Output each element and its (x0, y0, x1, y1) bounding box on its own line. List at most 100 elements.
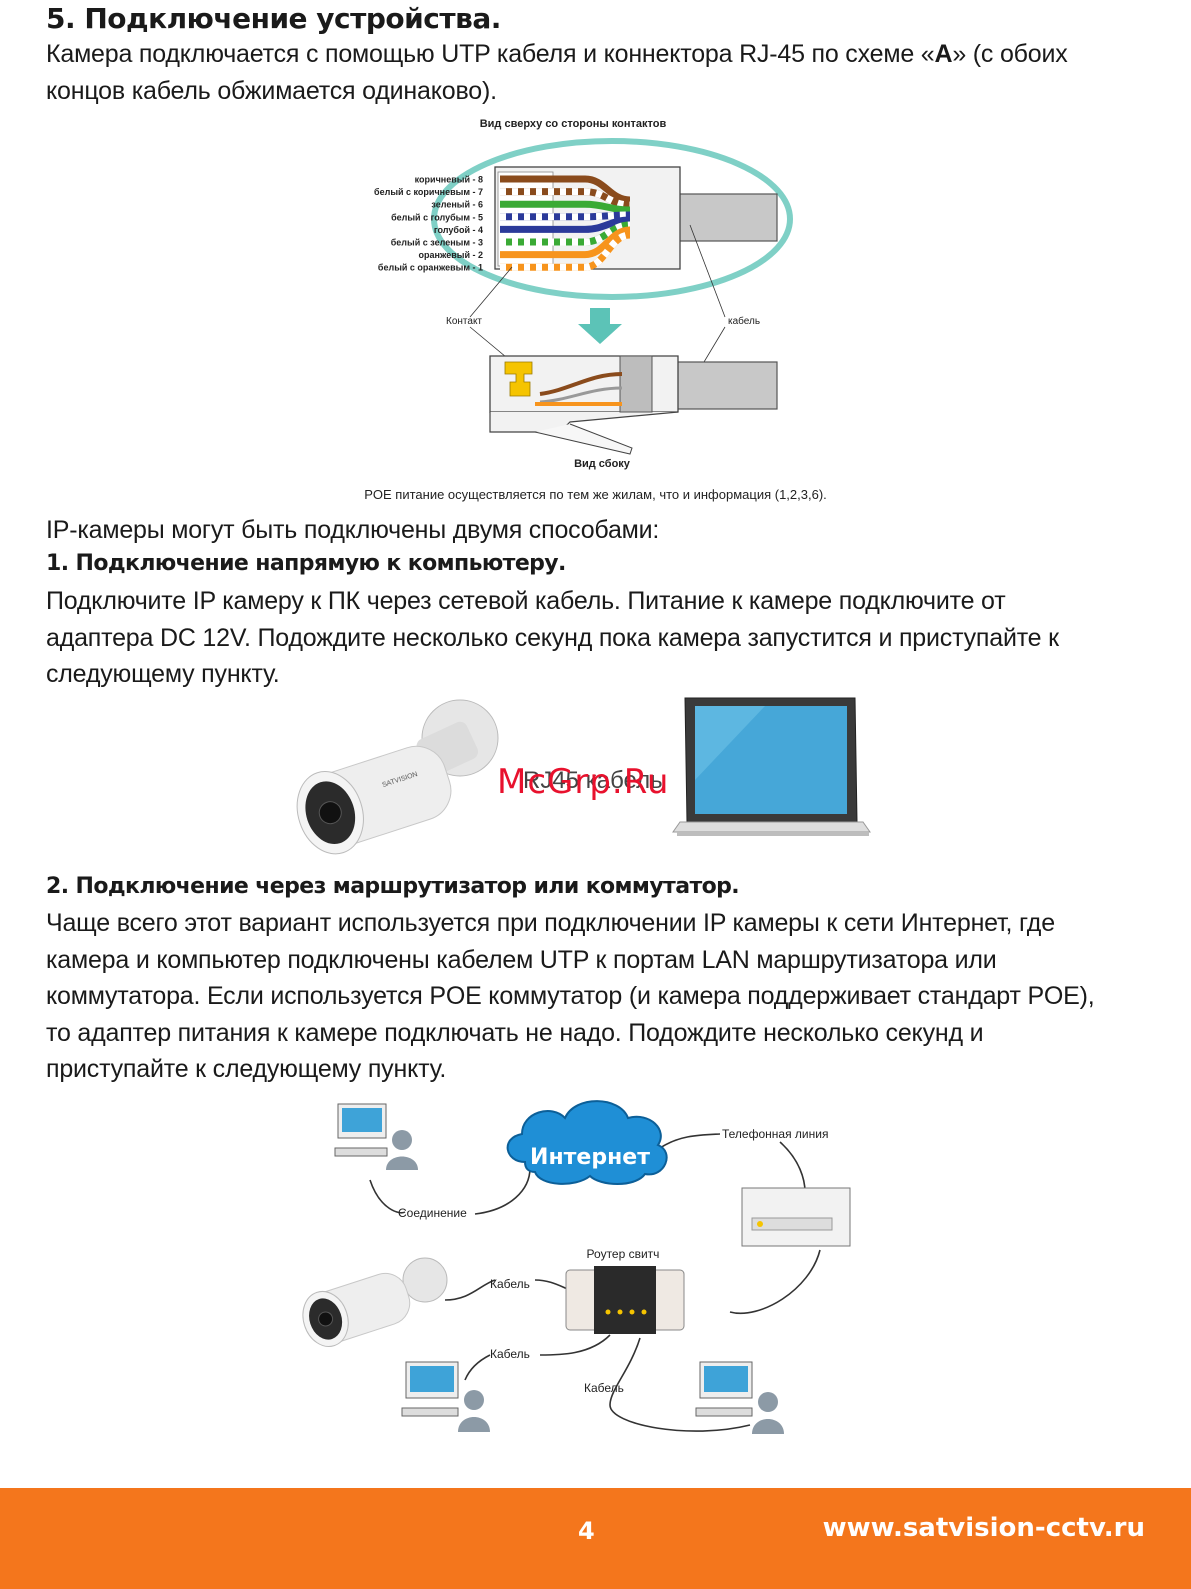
wire-stripe-7 (500, 188, 631, 209)
highlight-ellipse (431, 138, 793, 300)
phone-line-label: Телефонная линия (722, 1127, 828, 1141)
direct-title: 1. Подключение напрямую к компьютеру. (46, 551, 566, 576)
link-cloud-to-phone-label (659, 1133, 721, 1149)
down-arrow-icon (578, 308, 622, 344)
footer-bar: 4 www.satvision-cctv.ru (0, 1488, 1191, 1589)
wire-label-6: зеленый - 6 (431, 200, 483, 210)
router-title: 2. Подключение через маршрутизатор или к… (46, 874, 740, 899)
direct-line-1: Подключите IP камеру к ПК через сетевой … (46, 587, 1006, 615)
cloud-shape (506, 1100, 668, 1185)
link-cable2-to-pc (464, 1354, 491, 1381)
cable-boot-side (619, 355, 653, 413)
rj45-diagram: Вид сверху со стороны контактов коричнев… (374, 118, 793, 470)
network-diagram: Интернет Телефонная линия Соединение Роу… (302, 1100, 851, 1434)
modem-panel (751, 1217, 833, 1231)
monitor-3-screen (704, 1366, 748, 1392)
wire-label-2: оранжевый - 2 (419, 250, 483, 260)
internet-label: Интернет (530, 1145, 650, 1170)
pc-bottom-left (401, 1361, 490, 1432)
camera-body-group: SATVISION (296, 745, 452, 855)
modem-led-icon (757, 1221, 763, 1227)
page-number: 4 (578, 1517, 595, 1545)
link-pc-to-label (369, 1179, 406, 1214)
user-2-body-icon (458, 1417, 490, 1432)
wire-label-1: белый с оранжевым - 1 (378, 263, 483, 273)
screen-glare (695, 706, 765, 780)
network-camera (302, 1257, 448, 1347)
section-title: 5. Подключение устройства. (46, 2, 501, 35)
router-led-1-icon (605, 1309, 611, 1315)
cable-top-view (664, 193, 778, 242)
wire-4 (500, 216, 631, 233)
direct-paragraph: Подключите IP камеру к ПК через сетевой … (46, 583, 1156, 693)
modem-device (741, 1187, 851, 1247)
monitor-1-screen (342, 1108, 382, 1132)
keyboard-1 (334, 1147, 388, 1157)
router-led-2-icon (617, 1309, 623, 1315)
modem-body (741, 1187, 851, 1247)
wire-labels: коричневый - 8 белый с коричневым - 7 зеле… (374, 175, 483, 273)
router-line-1: Чаще всего этот вариант используется при… (46, 909, 1055, 937)
link-modem-to-router (729, 1249, 821, 1315)
latch-tab (534, 423, 633, 455)
router-paragraph: Чаще всего этот вариант используется при… (46, 905, 1156, 1088)
connection-label: Соединение (398, 1206, 467, 1220)
wire-stripe-1 (500, 231, 631, 271)
user-3-body-icon (752, 1419, 784, 1434)
link-label-to-router (534, 1279, 571, 1291)
router-switch-label: Роутер свитч (587, 1247, 660, 1261)
wire-label-7: белый с коричневым - 7 (374, 187, 483, 197)
router-line-3: коммутатора. Если используется POE комму… (46, 982, 1095, 1010)
direct-connection-image: SATVISION (296, 697, 871, 855)
wire-8 (500, 175, 631, 204)
user-3-head-icon (758, 1392, 778, 1412)
router-line-4: то адаптер питания к камере подключать н… (46, 1018, 984, 1047)
rj45-cable-label: RJ45 кабель (523, 767, 663, 794)
link-camera-to-label (444, 1279, 496, 1301)
intro-line1-after: » (с обоих (952, 40, 1068, 68)
intro-line1-before: Камера подключается с помощью UTP кабеля… (46, 40, 935, 68)
cable-label: кабель (728, 315, 760, 327)
side-wire-brown (539, 372, 623, 396)
wire-2 (500, 226, 631, 259)
pc-top-left (334, 1103, 418, 1170)
rj45-top-label: Вид сверху со стороны контактов (480, 118, 667, 130)
camera-lens-icon (318, 801, 342, 825)
router-device (565, 1266, 685, 1334)
link-label-to-cloud (474, 1167, 531, 1215)
monitor-2-screen (410, 1366, 454, 1392)
cable-label-3: Кабель (584, 1381, 624, 1395)
wires-group (500, 175, 631, 271)
side-view-label: Вид сбоку (574, 458, 631, 470)
router-front (594, 1266, 656, 1334)
cable-pointer-top (689, 224, 726, 318)
intro-bold-letter: А (934, 40, 953, 68)
wire-6 (500, 200, 631, 214)
net-camera-lens-icon (318, 1311, 334, 1327)
pc-bottom-right (695, 1361, 784, 1434)
network-links (369, 1133, 821, 1432)
cable-label-2: Кабель (490, 1347, 530, 1361)
router-line-5: приступайте к следующему пункту. (46, 1055, 447, 1083)
direct-line-2: адаптера DC 12V. Подождите несколько сек… (46, 623, 1059, 652)
net-camera-mount (402, 1257, 448, 1303)
contact-pin-icon (504, 361, 533, 397)
website-link[interactable]: www.satvision-cctv.ru (822, 1513, 1145, 1543)
side-wire-white (539, 386, 623, 404)
cable-side-view (661, 361, 778, 410)
direct-line-3: следующему пункту. (46, 660, 280, 688)
wire-label-4: голубой - 4 (434, 225, 483, 235)
link-router-to-cable2 (539, 1334, 611, 1356)
watermark: McGrp.Ru (497, 762, 670, 802)
router-led-4-icon (641, 1309, 647, 1315)
wire-label-8: коричневый - 8 (415, 175, 483, 185)
router-led-3-icon (629, 1309, 635, 1315)
ways-heading: IP-камеры могут быть подключены двумя сп… (46, 516, 660, 544)
router-line-2: камера и компьютер подключены кабелем UT… (46, 945, 997, 974)
net-camera-body-group (302, 1272, 411, 1347)
wire-label-5: белый с голубым - 5 (391, 212, 483, 222)
cable-label-1: Кабель (490, 1277, 530, 1291)
contact-pointer-top (469, 266, 513, 318)
internet-cloud: Интернет (506, 1100, 668, 1185)
